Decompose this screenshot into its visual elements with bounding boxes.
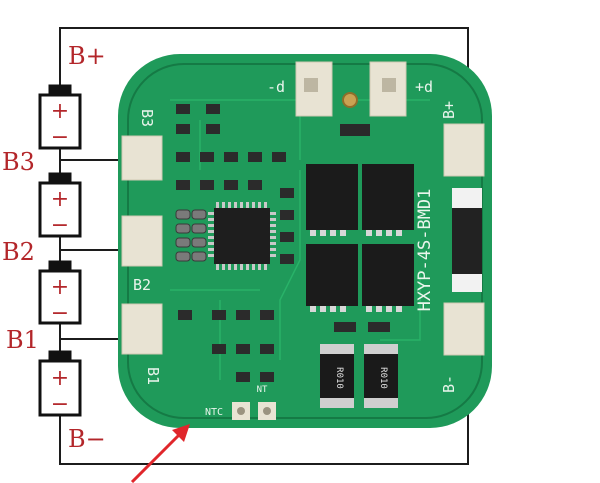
pad-b2-label: B2 <box>133 276 151 294</box>
label-b-minus: B− <box>68 425 106 453</box>
label-b-plus: B+ <box>68 42 106 70</box>
cell-1 <box>38 350 82 417</box>
label-b2: B2 <box>2 238 35 266</box>
cell-2 <box>38 260 82 325</box>
cell-2-plus: + <box>51 275 69 300</box>
silkscreen: B3 B2 B1 B+ B- HXYP-4S-BMD1 -d +d NTC NT… <box>133 78 458 418</box>
label-b3: B3 <box>2 148 35 176</box>
label-b1: B1 <box>6 326 39 354</box>
ntc-arrow-icon <box>130 424 190 483</box>
cell-2-minus: − <box>51 301 69 326</box>
cell-3 <box>38 172 82 238</box>
cell-4-minus: − <box>51 125 69 150</box>
model-label: HXYP-4S-BMD1 <box>415 189 435 312</box>
pcb-board <box>118 54 492 428</box>
cell-4 <box>38 84 82 150</box>
pad-b1-label: B1 <box>144 367 162 385</box>
cell-1-minus: − <box>51 392 69 417</box>
cell-signs: + − + − + − + − <box>51 99 69 417</box>
battery-cells <box>38 84 82 417</box>
out-minus-label: -d <box>267 78 285 96</box>
nt-label: NT <box>257 385 268 395</box>
cell-1-plus: + <box>51 366 69 391</box>
resistor-1-label: R010 <box>334 367 344 389</box>
pad-b3-label: B3 <box>138 109 156 127</box>
pad-b-minus-label: B- <box>440 375 458 393</box>
ntc-label: NTC <box>205 407 223 418</box>
resistor-2-label: R010 <box>378 367 388 389</box>
pad-b-plus-label: B+ <box>440 101 458 119</box>
cell-4-plus: + <box>51 99 69 124</box>
cell-3-plus: + <box>51 187 69 212</box>
cell-3-minus: − <box>51 213 69 238</box>
out-plus-label: +d <box>415 78 433 96</box>
